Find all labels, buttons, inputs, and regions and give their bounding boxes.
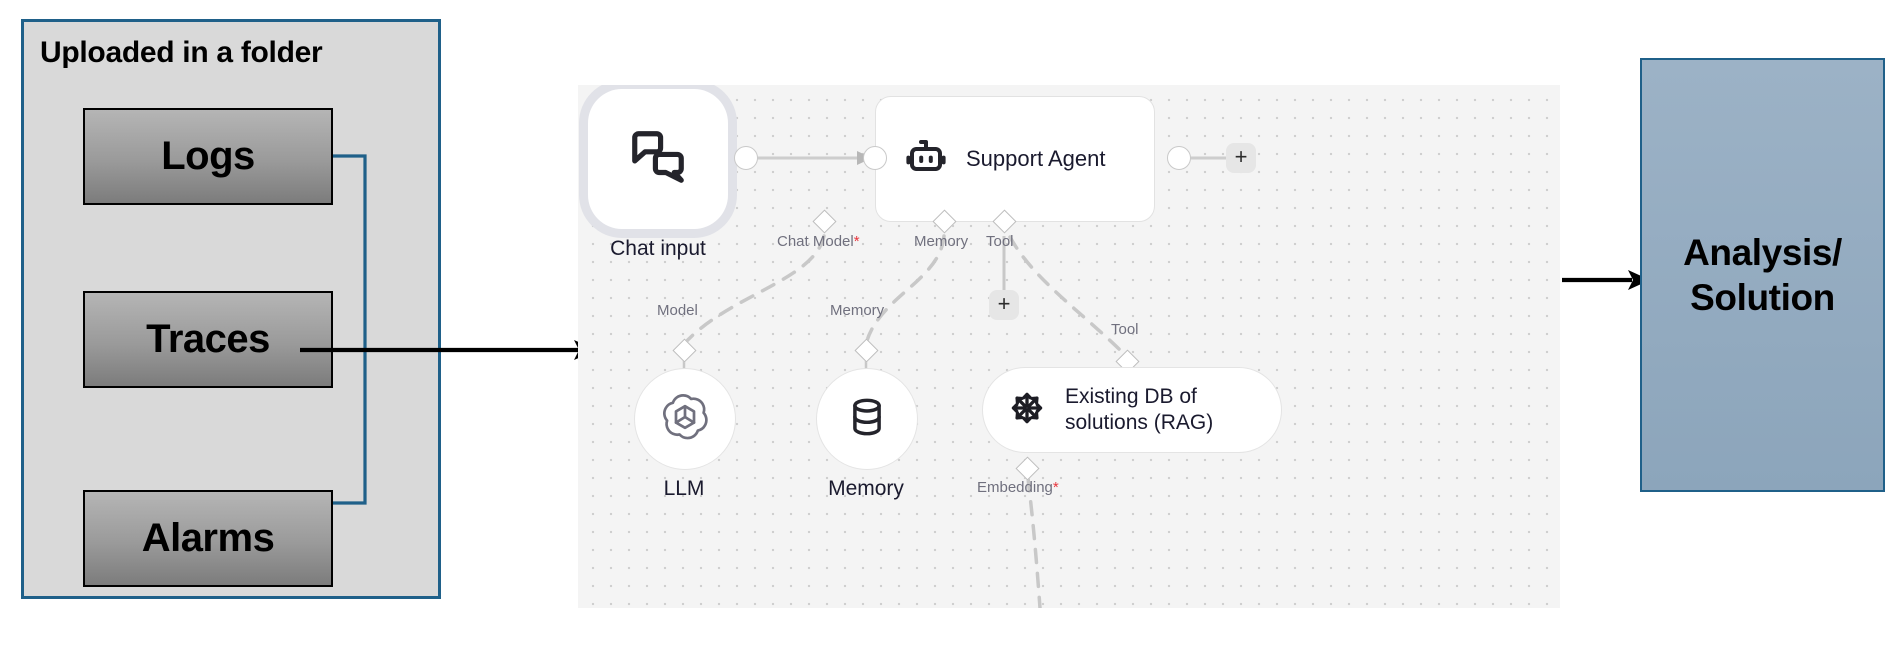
flow-canvas[interactable]: Chat input Support Agent + Chat Model* M… bbox=[578, 85, 1560, 608]
analysis-solution-panel: Analysis/ Solution bbox=[1640, 58, 1885, 492]
rag-embedding-port-label: Embedding* bbox=[977, 479, 1059, 496]
ingest-arrow bbox=[300, 340, 597, 360]
node-memory[interactable] bbox=[816, 368, 918, 470]
analysis-solution-label: Analysis/ Solution bbox=[1683, 230, 1842, 320]
node-rag-label: Existing DB of solutions (RAG) bbox=[1065, 384, 1213, 437]
node-support-agent[interactable]: Support Agent bbox=[875, 96, 1155, 222]
memory-port-diamond[interactable] bbox=[854, 338, 879, 363]
robot-icon bbox=[902, 133, 950, 186]
node-rag-label-line1: Existing DB of bbox=[1065, 384, 1197, 408]
chat-bubbles-icon bbox=[627, 126, 689, 193]
source-box-logs-label: Logs bbox=[161, 134, 255, 178]
rag-tool-port-label: Tool bbox=[1111, 321, 1139, 338]
port-tool-label: Tool bbox=[986, 233, 1014, 250]
required-marker-embedding: * bbox=[1052, 479, 1059, 496]
analysis-solution-line2: Solution bbox=[1690, 277, 1835, 318]
add-output-node-button[interactable]: + bbox=[1226, 143, 1256, 173]
node-llm[interactable] bbox=[634, 368, 736, 470]
analysis-solution-line1: Analysis/ bbox=[1683, 231, 1842, 273]
port-chat-model-diamond[interactable] bbox=[812, 209, 837, 234]
memory-port-label: Memory bbox=[830, 302, 885, 319]
llm-model-port-label: Model bbox=[657, 302, 698, 319]
database-icon bbox=[845, 395, 889, 444]
port-memory-label: Memory bbox=[914, 233, 969, 250]
source-box-traces-label: Traces bbox=[146, 317, 270, 361]
node-memory-caption: Memory bbox=[828, 477, 904, 500]
node-chat-input-label: Chat input bbox=[610, 237, 706, 260]
required-marker-chat-model: * bbox=[853, 233, 860, 250]
source-box-logs[interactable]: Logs bbox=[83, 108, 333, 205]
support-agent-output-handle[interactable] bbox=[1167, 146, 1191, 170]
chat-input-output-handle[interactable] bbox=[734, 146, 758, 170]
node-support-agent-label: Support Agent bbox=[966, 146, 1106, 171]
port-chat-model-label: Chat Model* bbox=[777, 233, 860, 250]
support-agent-input-handle[interactable] bbox=[863, 146, 887, 170]
node-chat-input[interactable] bbox=[588, 89, 728, 229]
node-llm-caption: LLM bbox=[663, 477, 705, 500]
uploaded-folder-panel: Uploaded in a folder Logs Traces Alarms bbox=[21, 19, 441, 599]
openai-icon bbox=[661, 393, 709, 446]
output-arrow bbox=[1562, 270, 1650, 290]
rag-embedding-port-diamond[interactable] bbox=[1015, 456, 1040, 481]
llm-model-port-diamond[interactable] bbox=[672, 338, 697, 363]
source-box-alarms[interactable]: Alarms bbox=[83, 490, 333, 587]
add-tool-node-button[interactable]: + bbox=[989, 290, 1019, 320]
panel-title: Uploaded in a folder bbox=[40, 36, 323, 69]
source-box-alarms-label: Alarms bbox=[141, 516, 275, 560]
source-box-traces[interactable]: Traces bbox=[83, 291, 333, 388]
vector-embed-icon bbox=[1005, 386, 1049, 435]
node-rag[interactable]: Existing DB of solutions (RAG) bbox=[982, 367, 1282, 453]
node-rag-label-line2: solutions (RAG) bbox=[1065, 411, 1214, 434]
